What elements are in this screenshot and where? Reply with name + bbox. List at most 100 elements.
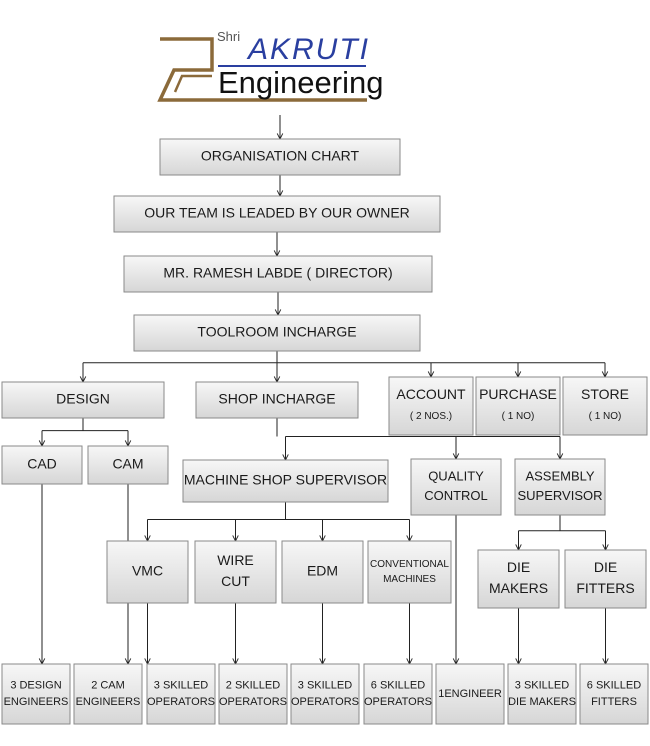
chart-box-cam: CAM [87, 445, 169, 485]
chart-box-frame [514, 458, 606, 516]
chart-box-toolroom: TOOLROOM INCHARGE [133, 314, 421, 352]
chart-box-frame [562, 376, 648, 436]
chart-box-label: CONTROL [424, 488, 488, 503]
chart-box-frame [133, 314, 421, 352]
chart-box-label: MACHINES [383, 574, 436, 585]
chart-box-label: OPERATORS [364, 696, 432, 708]
chart-box-label: CUT [221, 573, 250, 589]
logo-brand: AKRUTI [246, 33, 370, 66]
chart-box-frame [195, 381, 359, 419]
chart-box-b6: 6 SKILLED OPERATORS [363, 663, 433, 725]
company-logo: Shri AKRUTI Engineering [157, 29, 383, 102]
chart-box-frame [1, 381, 165, 419]
chart-box-frame [194, 540, 277, 604]
chart-box-shop: SHOP INCHARGE [195, 381, 359, 419]
chart-box-b4: 2 SKILLED OPERATORS [218, 663, 288, 725]
chart-box-label: 3 SKILLED [515, 680, 569, 692]
chart-box-frame [388, 376, 474, 436]
chart-box-frame [564, 549, 647, 609]
chart-box-b7: 1ENGINEER [435, 663, 505, 725]
chart-box-label: 3 SKILLED [298, 680, 352, 692]
chart-box-label: STORE [581, 386, 629, 402]
chart-box-account: ACCOUNT ( 2 NOS.) [388, 376, 474, 436]
chart-box-diemakers: DIE MAKERS [477, 549, 560, 609]
logo-subtitle: Engineering [218, 65, 383, 100]
chart-box-wirecut: WIRE CUT [194, 540, 277, 604]
chart-box-label: ( 2 NOS.) [410, 411, 452, 422]
chart-box-quality: QUALITY CONTROL [410, 458, 502, 516]
chart-box-b2: 2 CAM ENGINEERS [73, 663, 143, 725]
chart-box-b1: 3 DESIGN ENGINEERS [1, 663, 71, 725]
chart-box-label: ASSEMBLY [525, 469, 594, 484]
chart-box-purchase: PURCHASE( 1 NO) [475, 376, 561, 436]
logo-mark-icon [157, 37, 367, 102]
chart-box-team: OUR TEAM IS LEADED BY OUR OWNER [113, 195, 441, 233]
chart-box-label: SHOP INCHARGE [218, 391, 335, 407]
chart-box-label: PURCHASE [479, 386, 557, 402]
chart-box-label: OPERATORS [219, 696, 287, 708]
chart-box-label: ( 1 NO) [589, 411, 622, 422]
chart-box-label: DIE [594, 559, 617, 575]
chart-box-label: MR. RAMESH LABDE ( DIRECTOR) [163, 265, 392, 281]
chart-box-frame [435, 663, 505, 725]
chart-box-label: OPERATORS [147, 696, 215, 708]
chart-box-frame [146, 663, 216, 725]
chart-box-frame [106, 540, 189, 604]
chart-box-label: OUR TEAM IS LEADED BY OUR OWNER [144, 205, 410, 221]
chart-box-label: TOOLROOM INCHARGE [197, 324, 356, 340]
chart-box-label: DIE MAKERS [508, 696, 576, 708]
chart-box-label: OPERATORS [291, 696, 359, 708]
chart-box-assembly: ASSEMBLY SUPERVISOR [514, 458, 606, 516]
chart-box-frame [579, 663, 649, 725]
chart-box-label: 2 CAM [91, 680, 125, 692]
chart-box-frame [73, 663, 143, 725]
chart-box-b5: 3 SKILLED OPERATORS [290, 663, 360, 725]
chart-box-label: QUALITY [428, 469, 484, 484]
chart-box-frame [507, 663, 577, 725]
chart-box-frame [1, 663, 71, 725]
chart-box-frame [1, 445, 83, 485]
chart-boxes: ORGANISATION CHART OUR TEAM IS LEADED BY … [1, 138, 649, 725]
chart-box-label: VMC [132, 563, 163, 579]
chart-box-b3: 3 SKILLED OPERATORS [146, 663, 216, 725]
chart-box-frame [218, 663, 288, 725]
chart-box-label: DESIGN [56, 391, 110, 407]
chart-box-label: CAM [112, 456, 143, 472]
chart-box-label: 6 SKILLED [371, 680, 425, 692]
chart-box-label: 3 DESIGN [10, 680, 61, 692]
chart-box-vmc: VMC [106, 540, 189, 604]
chart-box-label: MACHINE SHOP SUPERVISOR [184, 472, 387, 488]
chart-box-frame [182, 459, 389, 503]
chart-box-label: EDM [307, 563, 338, 579]
chart-box-label: 2 SKILLED [226, 680, 280, 692]
chart-box-label: CAD [27, 456, 57, 472]
chart-box-label: ENGINEERS [76, 696, 141, 708]
chart-box-frame [367, 540, 452, 604]
chart-box-label: 1ENGINEER [438, 688, 502, 700]
chart-box-label: 3 SKILLED [154, 680, 208, 692]
chart-box-frame [410, 458, 502, 516]
chart-box-label: FITTERS [576, 580, 634, 596]
chart-box-label: ENGINEERS [4, 696, 69, 708]
chart-box-label: SUPERVISOR [517, 488, 602, 503]
chart-box-frame [113, 195, 441, 233]
logo-mark-inner-icon [173, 74, 212, 93]
chart-box-frame [87, 445, 169, 485]
chart-box-label: DIE [507, 559, 530, 575]
chart-box-machine: MACHINE SHOP SUPERVISOR [182, 459, 389, 503]
chart-box-label: MAKERS [489, 580, 548, 596]
chart-box-frame [123, 255, 433, 293]
chart-box-frame [290, 663, 360, 725]
chart-box-frame [159, 138, 401, 176]
chart-box-frame [281, 540, 364, 604]
chart-box-store: STORE ( 1 NO) [562, 376, 648, 436]
connectors [42, 115, 606, 664]
chart-box-label: FITTERS [591, 696, 637, 708]
chart-box-org: ORGANISATION CHART [159, 138, 401, 176]
chart-box-label: WIRE [217, 552, 254, 568]
chart-box-label: ACCOUNT [396, 386, 466, 402]
chart-box-b8: 3 SKILLED DIE MAKERS [507, 663, 577, 725]
